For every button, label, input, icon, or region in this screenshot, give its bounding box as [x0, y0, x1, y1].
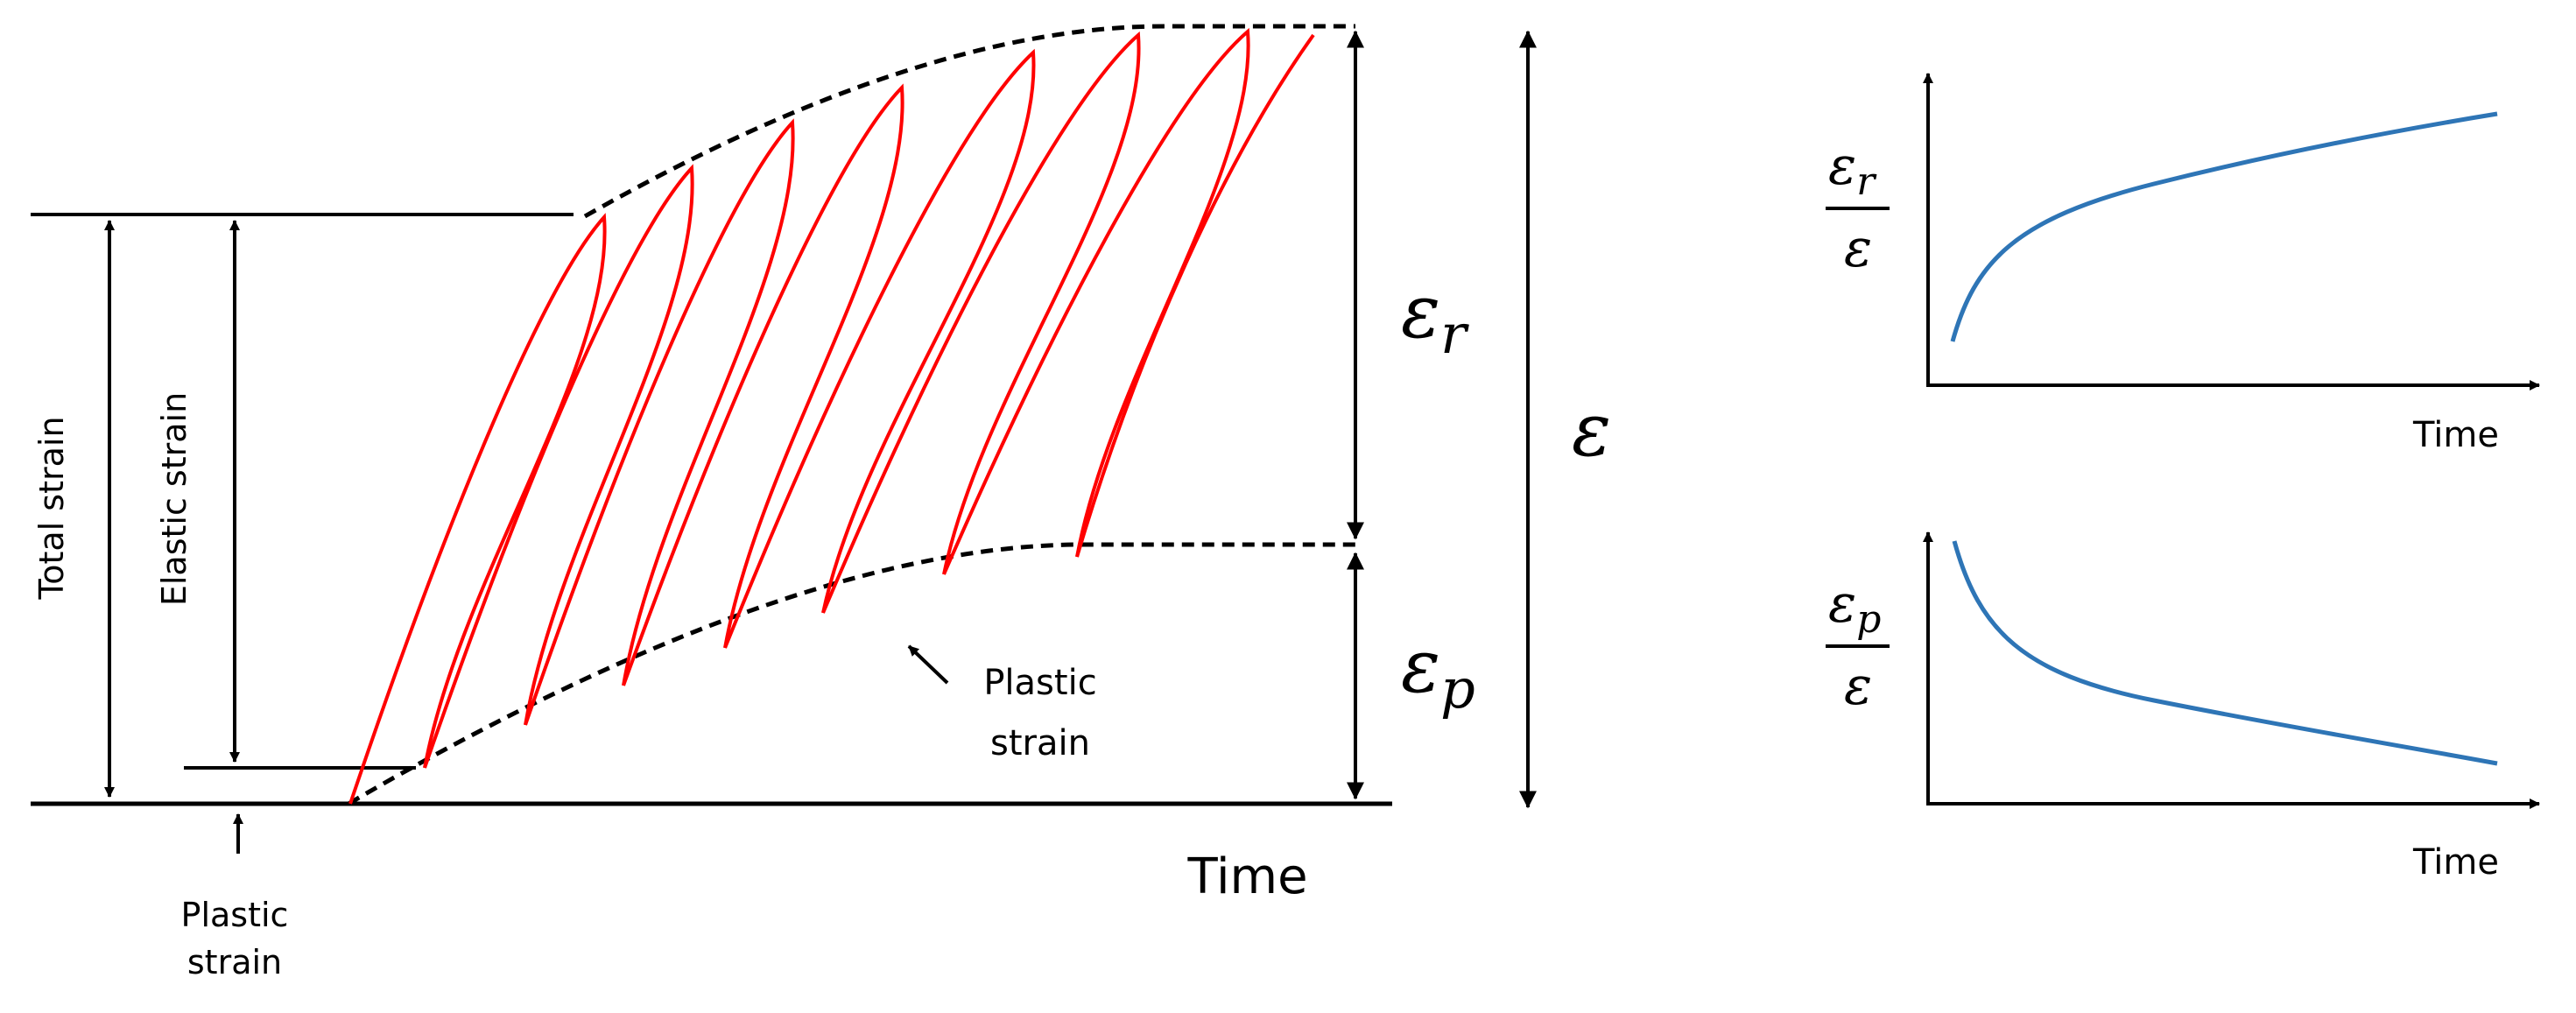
hysteresis-loop-4 — [622, 83, 904, 686]
inset-bottom-numerator: εp — [1828, 573, 1881, 642]
plastic-strain-bottom-label-line2: strain — [187, 943, 282, 981]
lower-envelope-dashed-curve — [347, 542, 1355, 806]
total-strain-label: Total strain — [32, 416, 71, 600]
elastic-strain-label: Elastic strain — [155, 392, 194, 606]
total-strain-symbol: ε — [1572, 387, 1611, 473]
plastic-strain-symbol: εp — [1401, 623, 1475, 721]
upper-envelope-dashed-curve — [583, 24, 1355, 219]
inset-bottom-curve — [1952, 540, 2498, 766]
hysteresis-loop-2 — [423, 164, 694, 769]
hysteresis-loop-7 — [942, 27, 1250, 575]
inset-bottom-plot: εp ε Time — [1826, 531, 2540, 883]
recoverable-strain-symbol: εr — [1401, 269, 1469, 366]
inset-top-x-label: Time — [2412, 415, 2499, 455]
hysteresis-loops — [348, 27, 1315, 805]
hysteresis-loop-1 — [348, 213, 607, 805]
inset-top-denominator: ε — [1844, 218, 1872, 279]
hysteresis-loop-3 — [524, 118, 795, 726]
time-axis-label: Time — [1186, 848, 1307, 905]
inset-bottom-denominator: ε — [1844, 656, 1872, 717]
final-loading-branch — [1075, 33, 1315, 558]
inset-bottom-x-label: Time — [2412, 842, 2499, 883]
plastic-strain-curve-label-line2: strain — [990, 723, 1090, 763]
hysteresis-loop-5 — [723, 48, 1036, 649]
plastic-strain-curve-label-line1: Plastic — [983, 663, 1096, 703]
inset-top-numerator: εr — [1828, 136, 1877, 204]
hysteresis-loop-6 — [821, 31, 1141, 614]
inset-top-plot: εr ε Time — [1826, 73, 2540, 455]
plastic-strain-bottom-label-line1: Plastic — [181, 896, 289, 934]
plastic-strain-curve-arrow — [907, 644, 949, 685]
inset-top-curve — [1950, 111, 2498, 342]
